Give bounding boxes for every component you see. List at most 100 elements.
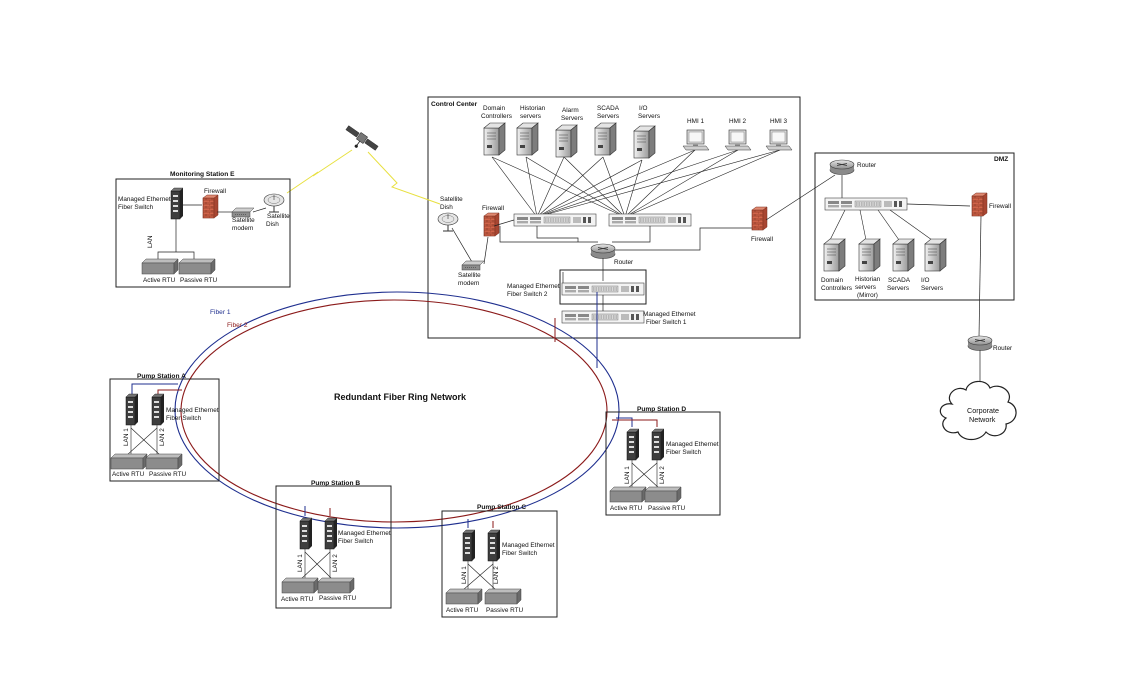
managed-fiber-switch-2-icon: [561, 282, 645, 296]
pump-d-fiber-switch-2-icon: [651, 428, 665, 461]
satellite-link: [286, 125, 441, 205]
pump-a-passive-rtu-label: Passive RTU: [149, 471, 187, 478]
monitoring-lan-label: LAN: [147, 235, 154, 248]
pump-c-active-rtu-icon: [445, 588, 483, 605]
pump-d-passive-rtu-icon: [644, 486, 682, 503]
dmz-title: DMZ: [994, 156, 1008, 163]
monitoring-station-box: [115, 178, 291, 288]
cc-server-label-5a: I/O: [639, 105, 648, 112]
switch1-label-a: Managed Ethernet: [643, 311, 696, 318]
corporate-label-b: Network: [969, 415, 996, 424]
dmz-router-label: Router: [857, 162, 877, 169]
cc-router-icon: [590, 243, 616, 259]
dmz-srv1-b: Controllers: [821, 285, 852, 292]
pump-b-lan2-label: LAN 2: [332, 554, 339, 572]
pump-a-lan1-label: LAN 1: [123, 428, 130, 446]
dmz: DMZ Router Firewall Domain Controllers H…: [765, 152, 1015, 301]
pump-d-active-rtu-icon: [609, 486, 647, 503]
pump-d-fiber-switch-1-icon: [626, 428, 640, 461]
control-center-box: [427, 96, 801, 339]
ring-title: Redundant Fiber Ring Network: [334, 392, 467, 402]
monitoring-dish-label-b: Dish: [266, 221, 279, 228]
cc-dmz-firewall-icon: [751, 206, 768, 231]
pump-d-switch-label-b: Fiber Switch: [666, 449, 702, 456]
pump-b-switch-label-a: Managed Ethernet: [338, 530, 391, 537]
hmi-3-label: HMI 3: [770, 118, 787, 125]
fiber-1-ring: [174, 291, 620, 529]
monitoring-fiber-switch-icon: [170, 187, 184, 220]
cc-satellite-modem-icon: [461, 260, 485, 271]
corporate-cloud-icon: [939, 380, 1017, 441]
dmz-firewall-icon: [971, 192, 988, 217]
monitoring-satellite-modem-icon: [231, 207, 255, 218]
dmz-srv4-a: I/O: [921, 277, 930, 284]
control-center: Control Center Domain Controllers Histor…: [427, 96, 801, 339]
pump-a-active-rtu-label: Active RTU: [112, 471, 145, 478]
pump-a-fiber-switch-2-icon: [151, 393, 165, 426]
pump-d-box: [605, 411, 721, 516]
pump-b-title: Pump Station B: [311, 480, 360, 487]
satellite-link-right: [367, 151, 441, 205]
control-center-mesh-lines: [491, 149, 781, 218]
pump-b-lan1-label: LAN 1: [297, 554, 304, 572]
pump-b-active-rtu-icon: [281, 577, 319, 594]
hmi-2-computer-icon: [724, 129, 752, 151]
pump-a-switch-label-a: Managed Ethernet: [166, 407, 219, 414]
monitoring-modem-label-b: modem: [232, 225, 253, 232]
dmz-firewall-label: Firewall: [989, 203, 1011, 210]
dmz-router-icon: [829, 159, 855, 175]
pump-c-passive-rtu-icon: [484, 588, 522, 605]
pump-d-lan2-label: LAN 2: [659, 466, 666, 484]
cc-firewall-label: Firewall: [482, 205, 504, 212]
fiber-2-ring: [180, 299, 608, 523]
corporate-router-icon: [967, 335, 993, 351]
cc-dmz-firewall-label: Firewall: [751, 236, 773, 243]
dmz-srv1-a: Domain: [821, 277, 843, 284]
dmz-scada-server-icon: [892, 238, 915, 272]
pump-a-fiber-switch-1-icon: [125, 393, 139, 426]
cc-server-label-3b: Servers: [561, 115, 583, 122]
monitoring-passive-rtu-icon: [178, 258, 216, 275]
cc-server-label-3a: Alarm: [562, 107, 579, 114]
dmz-srv2-b: servers: [855, 284, 876, 291]
cc-server-label-4a: SCADA: [597, 105, 620, 112]
monitoring-dish-label-a: Satellite: [267, 213, 290, 220]
pump-b-passive-rtu-label: Passive RTU: [319, 595, 357, 602]
io-server-icon: [633, 125, 656, 159]
pump-d-title: Pump Station D: [637, 406, 686, 413]
cc-server-label-2a: Historian: [520, 105, 546, 112]
fiber-ring: Fiber 1 Fiber 2 Redundant Fiber Ring Net…: [131, 291, 658, 529]
pump-c-title: Pump Station C: [477, 504, 526, 511]
monitoring-switch-label-a: Managed Ethernet: [118, 196, 171, 203]
switch1-label-b: Fiber Switch 1: [646, 319, 687, 326]
core-switch-left-icon: [513, 213, 597, 227]
switch2-label-b: Fiber Switch 2: [507, 291, 548, 298]
cc-dish-label-b: Dish: [440, 204, 453, 211]
switch2-label-a: Managed Ethernet: [507, 283, 560, 290]
satellite-link-left: [286, 149, 353, 194]
pump-d-passive-rtu-label: Passive RTU: [648, 505, 686, 512]
pump-b-switch-label-b: Fiber Switch: [338, 538, 374, 545]
dmz-srv2-c: (Mirror): [857, 292, 878, 299]
dmz-historian-mirror-icon: [858, 238, 881, 272]
historian-server-icon: [516, 122, 539, 156]
pump-b-fiber-switch-2-icon: [324, 517, 338, 550]
alarm-server-icon: [555, 124, 578, 158]
scada-server-icon: [594, 122, 617, 156]
cc-firewall-icon: [483, 212, 500, 237]
corporate-label-a: Corporate: [967, 406, 999, 415]
pump-c-switch-label-a: Managed Ethernet: [502, 542, 555, 549]
pump-a-switch-label-b: Fiber Switch: [166, 415, 202, 422]
dmz-srv3-b: Servers: [887, 285, 909, 292]
pump-d-lan1-label: LAN 1: [624, 466, 631, 484]
monitoring-firewall-icon: [202, 194, 219, 219]
domain-controller-server-icon: [483, 122, 506, 156]
pump-c-switch-label-b: Fiber Switch: [502, 550, 538, 557]
cc-modem-label-b: modem: [458, 280, 479, 287]
pump-c-lan1-label: LAN 1: [461, 566, 468, 584]
dmz-srv3-a: SCADA: [888, 277, 911, 284]
pump-a-box: [109, 378, 220, 482]
pump-station-a: Pump Station A Managed Ethernet Fiber Sw…: [109, 373, 220, 482]
pump-station-d: Pump Station D Managed Ethernet Fiber Sw…: [605, 406, 721, 516]
